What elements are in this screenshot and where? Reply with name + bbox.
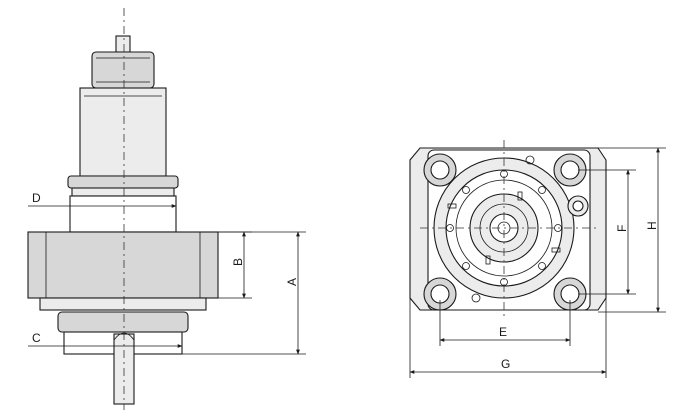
- drive-shaft-stub: [115, 35, 131, 53]
- corner-bolt-tr: [553, 153, 587, 187]
- d-diameter-band: [69, 195, 177, 233]
- lower-collar: [57, 311, 189, 333]
- main-body: [27, 231, 219, 299]
- top-cap: [91, 51, 155, 89]
- label-a: A: [285, 278, 299, 286]
- label-e: E: [499, 325, 507, 339]
- corner-bolt-bl: [423, 277, 457, 311]
- corner-bolt-tl: [423, 153, 457, 187]
- collar-ring: [67, 175, 179, 189]
- side-view: D C B A: [27, 8, 306, 410]
- label-c: C: [32, 331, 41, 345]
- label-d: D: [32, 191, 41, 205]
- upper-housing: [79, 87, 167, 177]
- label-h: H: [645, 221, 659, 230]
- label-b: B: [231, 258, 245, 266]
- front-view: E G F H: [409, 140, 666, 378]
- label-g: G: [501, 357, 510, 371]
- label-f: F: [615, 225, 629, 232]
- lower-flange: [39, 297, 207, 311]
